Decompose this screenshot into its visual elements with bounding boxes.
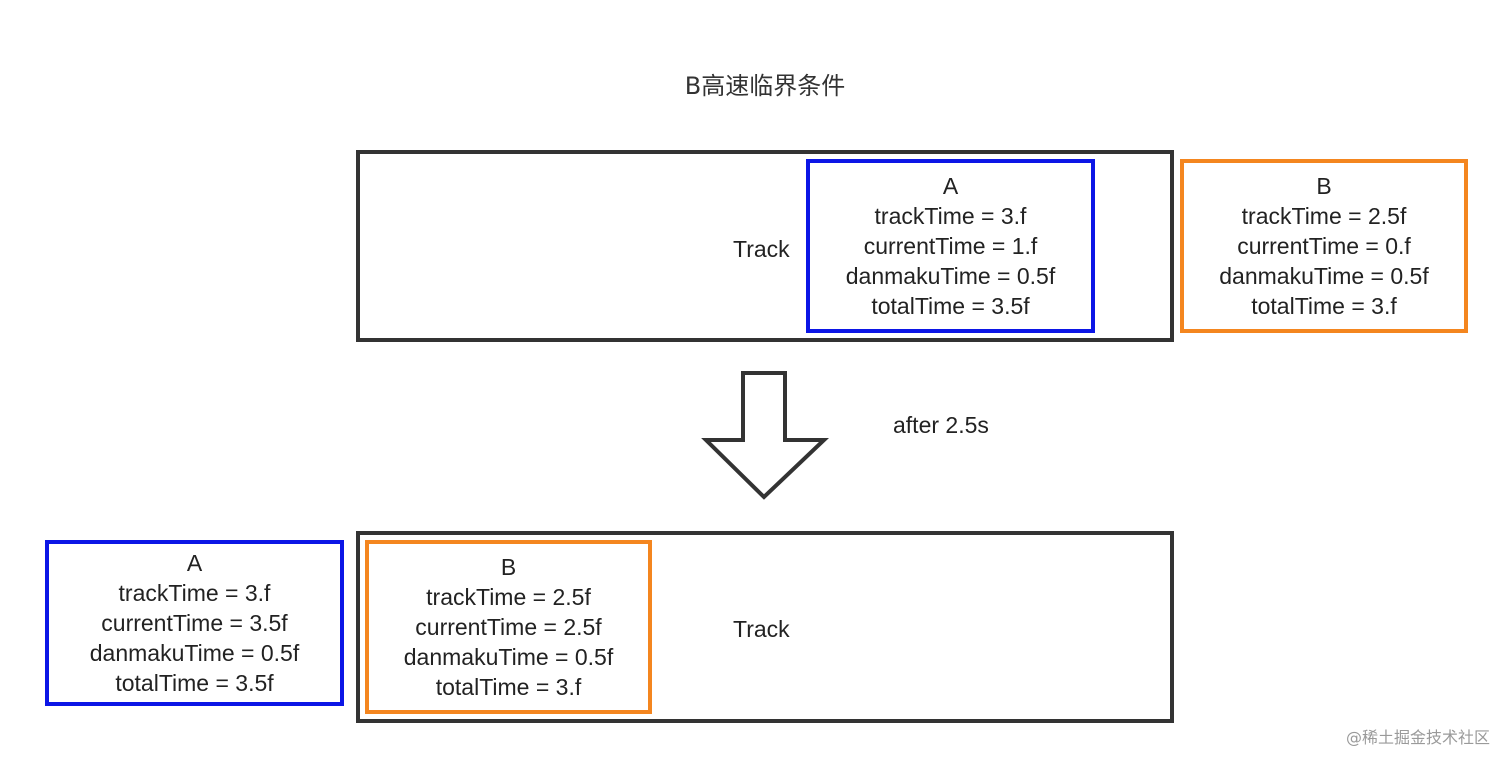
danmaku-b-danmaku-time: danmakuTime = 0.5f: [1219, 263, 1429, 289]
danmaku-b-danmaku-time: danmakuTime = 0.5f: [403, 644, 614, 670]
danmaku-a-total-time: totalTime = 3.5f: [115, 670, 274, 696]
danmaku-a-total-time: totalTime = 3.5f: [871, 293, 1030, 319]
bottom-track-label: Track: [733, 616, 790, 642]
danmaku-a-danmaku-time: danmakuTime = 0.5f: [845, 263, 1056, 289]
danmaku-a-current-time: currentTime = 3.5f: [101, 610, 288, 636]
top-track-label: Track: [733, 236, 790, 262]
danmaku-a-name: A: [186, 550, 203, 576]
danmaku-b-track-time: trackTime = 2.5f: [1241, 203, 1407, 229]
danmaku-a-track-time: trackTime = 3.f: [118, 580, 271, 606]
top-danmaku-a-box: A trackTime = 3.f currentTime = 1.f danm…: [806, 159, 1095, 333]
danmaku-b-total-time: totalTime = 3.f: [1251, 293, 1397, 319]
diagram-title: B高速临界条件: [684, 72, 846, 100]
danmaku-a-current-time: currentTime = 1.f: [863, 233, 1038, 259]
danmaku-a-danmaku-time: danmakuTime = 0.5f: [89, 640, 300, 666]
bottom-track: [356, 531, 1174, 723]
danmaku-b-current-time: currentTime = 2.5f: [415, 614, 602, 640]
danmaku-b-track-time: trackTime = 2.5f: [426, 584, 591, 610]
bottom-danmaku-b-box: B trackTime = 2.5f currentTime = 2.5f da…: [365, 540, 652, 714]
danmaku-a-name: A: [942, 173, 959, 199]
danmaku-b-total-time: totalTime = 3.f: [435, 674, 582, 700]
danmaku-b-name: B: [500, 554, 517, 580]
danmaku-b-current-time: currentTime = 0.f: [1237, 233, 1411, 259]
danmaku-b-name: B: [1316, 173, 1332, 199]
danmaku-a-track-time: trackTime = 3.f: [874, 203, 1027, 229]
top-danmaku-b-box: B trackTime = 2.5f currentTime = 0.f dan…: [1180, 159, 1468, 333]
watermark: @稀土掘金技术社区: [1345, 728, 1490, 747]
top-track: [356, 150, 1174, 342]
bottom-danmaku-a-box: A trackTime = 3.f currentTime = 3.5f dan…: [45, 540, 344, 706]
down-arrow-icon: [701, 371, 830, 500]
transition-label: after 2.5s: [893, 412, 989, 438]
